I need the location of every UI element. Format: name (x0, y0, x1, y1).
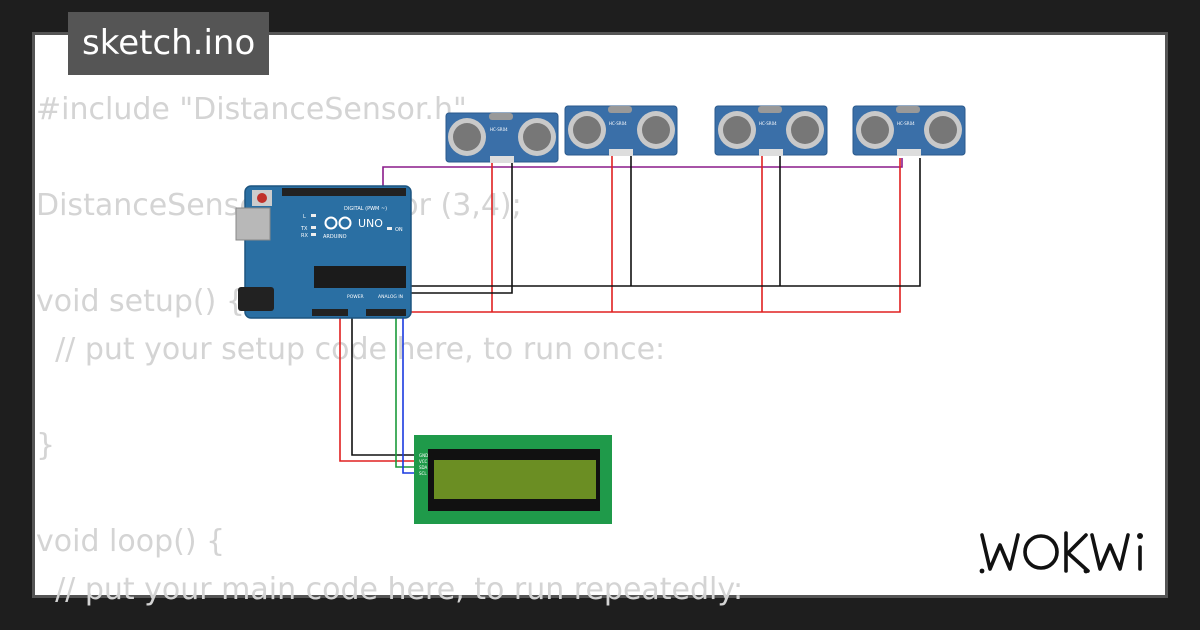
sensor-label: HC-SR04 (609, 121, 627, 126)
lcd-display[interactable]: GND VCC SDA SCL (414, 435, 612, 524)
microcontroller-chip (314, 266, 406, 288)
file-tab[interactable]: sketch.ino (68, 12, 270, 75)
lcd-pin-vcc: VCC (419, 459, 428, 464)
led-on (387, 227, 392, 230)
wires (339, 155, 921, 474)
sensor-label: HC-SR04 (897, 121, 915, 126)
led-l (311, 214, 316, 217)
power-header (312, 309, 348, 316)
led-tx-label: TX (300, 226, 308, 232)
sensor-label: HC-SR04 (759, 121, 777, 126)
code-line-8: } (36, 428, 56, 463)
wire-black[interactable] (409, 158, 513, 294)
lcd-screen (434, 460, 596, 499)
ultrasonic-sensor-3[interactable]: HC-SR04 (714, 105, 828, 156)
lcd-pin-gnd: GND (419, 453, 428, 458)
code-line-6: // put your setup code here, to run once… (36, 332, 666, 367)
arduino-uno[interactable]: DIGITAL (PWM ~) POWER ANALOG IN UNO ARDU… (235, 185, 412, 319)
digital-header-label: DIGITAL (PWM ~) (344, 206, 387, 212)
sensor-label: HC-SR04 (490, 127, 508, 132)
led-rx-label: RX (301, 233, 308, 239)
led-l-label: L (303, 214, 306, 220)
analog-label: ANALOG IN (378, 294, 403, 300)
ultrasonic-sensor-2[interactable]: HC-SR04 (564, 105, 678, 156)
ultrasonic-sensor-4[interactable]: HC-SR04 (852, 105, 966, 156)
board-brand: ARDUINO (323, 234, 347, 240)
analog-header (366, 309, 406, 316)
wire-red[interactable] (409, 158, 901, 313)
power-label: POWER (347, 294, 364, 300)
wokwi-logo-graphic (979, 531, 1143, 574)
digital-header (282, 188, 406, 196)
ultrasonic-sensor-1[interactable]: HC-SR04 (445, 112, 559, 163)
wokwi-logo (976, 523, 1152, 579)
code-line-10: void loop() { (36, 524, 226, 559)
board-model: UNO (358, 217, 383, 230)
usb-port (235, 207, 271, 241)
wire-black[interactable] (351, 312, 420, 456)
wire-purple[interactable] (382, 158, 903, 192)
arduino-logo-left (324, 216, 338, 230)
reset-button[interactable] (257, 193, 267, 203)
led-rx (311, 233, 316, 236)
led-on-label: ON (395, 227, 403, 233)
code-line-11: // put your main code here, to run repea… (36, 572, 744, 607)
lcd-pin-scl: SCL (419, 471, 427, 476)
arduino-logo-right (338, 216, 352, 230)
wire-green[interactable] (395, 312, 420, 468)
lcd-pin-sda: SDA (419, 465, 428, 470)
led-tx (311, 226, 316, 229)
wire-black[interactable] (409, 158, 921, 287)
code-line-1: #include "DistanceSensor.h" (36, 92, 467, 127)
power-jack (238, 287, 274, 311)
